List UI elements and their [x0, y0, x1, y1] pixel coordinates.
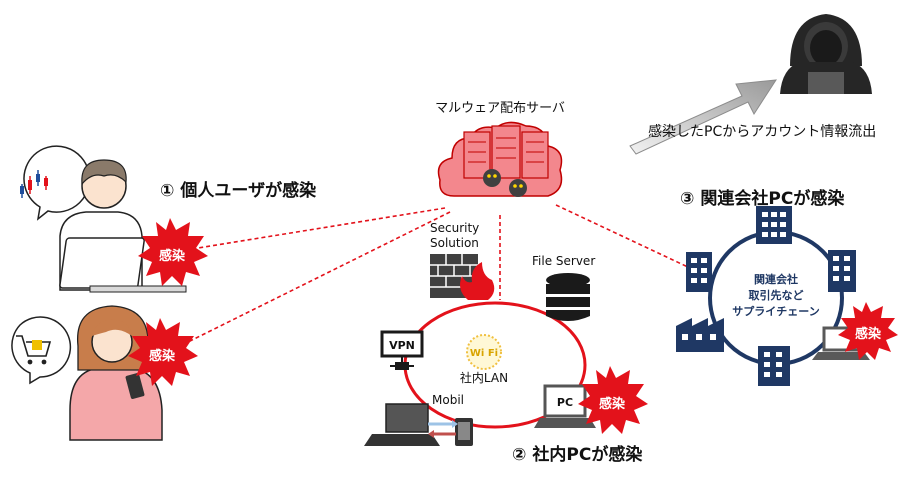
virus-icon-1 [483, 169, 501, 187]
factory-icon [676, 318, 724, 352]
partner-label-line-2: 取引先など [749, 288, 804, 302]
hacker-icon [780, 14, 872, 94]
building-icon-top [756, 206, 792, 244]
infection-badge-internal-pc: 感染 [578, 366, 648, 434]
file-server-icon: File Server [532, 254, 595, 321]
shopping-cart-bubble-icon [11, 316, 72, 385]
pc-label: PC [557, 396, 573, 409]
infection-badge-label: 感染 [855, 326, 882, 342]
infection-badge-partner: 感染 [838, 302, 898, 360]
link-server-to-partner [555, 204, 691, 269]
vpn-label: VPN [389, 339, 415, 352]
mobile-devices-icon: Mobil [364, 393, 473, 446]
internal-lan-label: 社内LAN [460, 370, 508, 385]
infection-badge-label: 感染 [159, 248, 186, 264]
infection-badge-label: 感染 [599, 396, 626, 412]
mobile-label: Mobil [432, 393, 464, 407]
link-server-to-personal-user-2 [181, 211, 451, 346]
leak-arrow: 感染したPCからアカウント情報流出 [629, 79, 876, 155]
vpn-icon: VPN [380, 330, 424, 370]
wifi-icon: Wi Fi 社内LAN [460, 334, 508, 385]
building-icon-left [686, 252, 712, 292]
infection-links [181, 204, 691, 346]
scenario-2: Security Solution File Server VPN [364, 221, 648, 465]
partner-label-line-1: 関連会社 [754, 272, 798, 286]
malware-server-icon: マルウェア配布サーバ [435, 101, 565, 197]
personal-user-woman-icon [69, 305, 163, 441]
building-icon-right [828, 250, 856, 292]
personal-user-man-icon [59, 159, 187, 293]
partner-label-line-3: サプライチェーン [732, 304, 819, 318]
security-solution-line-1: Security [430, 221, 479, 235]
file-server-label: File Server [532, 254, 595, 268]
virus-icon-2 [509, 179, 527, 197]
internal-pc-icon: PC [534, 384, 596, 428]
stock-chart-bubble-icon [20, 145, 91, 221]
server-label: マルウェア配布サーバ [435, 101, 565, 116]
leak-arrow-label: 感染したPCからアカウント情報流出 [648, 123, 876, 140]
building-icon-bottom [758, 346, 790, 386]
wifi-label: Wi Fi [470, 348, 498, 359]
laptop-icon [385, 403, 429, 433]
leak-arrow-shape [629, 79, 777, 155]
infection-badge-user-1: 感染 [138, 218, 208, 286]
infection-badge-user-2: 感染 [128, 318, 198, 386]
firewall-icon: Security Solution [430, 221, 495, 300]
link-server-to-personal-user-1 [197, 207, 446, 249]
security-solution-line-2: Solution [430, 236, 479, 250]
infection-badge-label: 感染 [149, 348, 176, 364]
